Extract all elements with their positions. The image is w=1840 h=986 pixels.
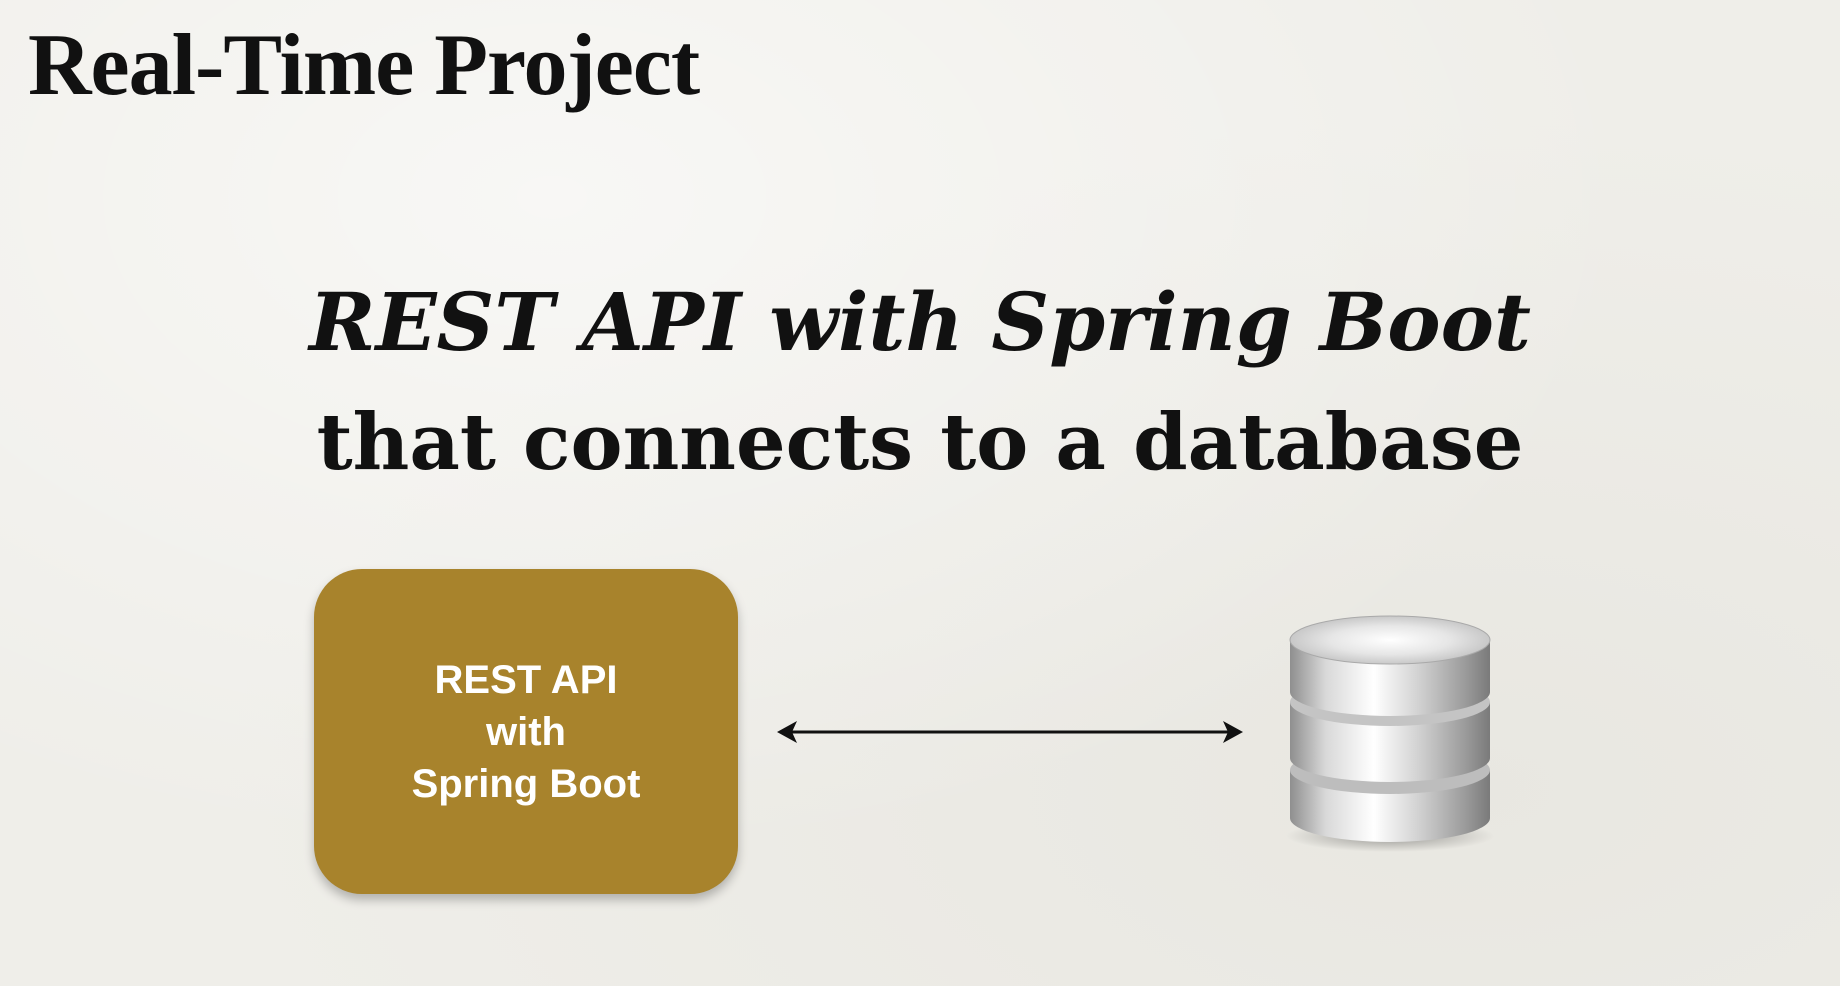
api-box-line-1: REST API xyxy=(434,657,618,702)
page-title: Real-Time Project xyxy=(28,17,700,114)
database-icon xyxy=(1286,615,1494,852)
bidirectional-arrow-icon xyxy=(777,721,1243,743)
api-box-line-2: with xyxy=(486,709,566,754)
headline-line-2: that connects to a database xyxy=(316,397,1524,488)
api-box-line-3: Spring Boot xyxy=(411,761,641,806)
headline-line-1: REST API with Spring Boot xyxy=(309,275,1531,369)
rest-api-box: REST API with Spring Boot xyxy=(314,569,738,894)
